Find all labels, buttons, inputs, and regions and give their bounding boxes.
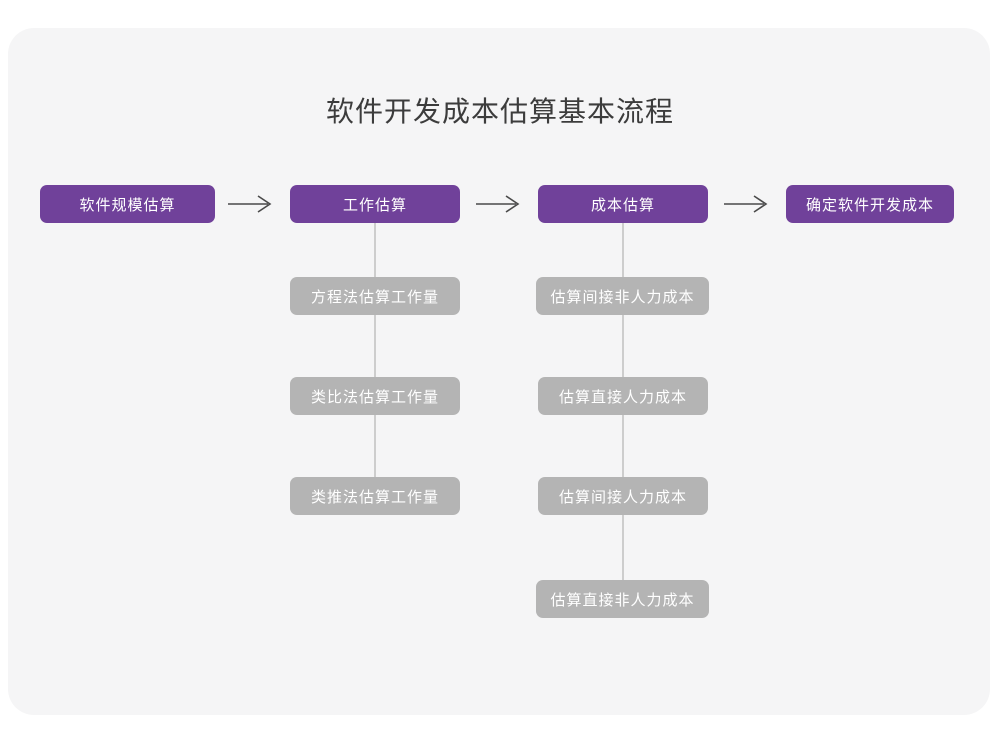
stage-box-determine-development-cost[interactable]: 确定软件开发成本 bbox=[786, 185, 954, 223]
sub-label: 估算直接人力成本 bbox=[558, 388, 687, 406]
stage-label: 工作估算 bbox=[342, 196, 407, 214]
sub-box-indirect-labor-cost[interactable]: 估算间接人力成本 bbox=[538, 477, 708, 515]
sub-box-equation-method-effort[interactable]: 方程法估算工作量 bbox=[290, 277, 460, 315]
connector-line-work-estimation bbox=[374, 213, 376, 483]
sub-label: 类推法估算工作量 bbox=[310, 488, 439, 506]
sub-label: 估算直接非人力成本 bbox=[550, 591, 695, 609]
sub-label: 估算间接人力成本 bbox=[558, 488, 687, 506]
stage-label: 软件规模估算 bbox=[79, 196, 176, 214]
sub-box-analogical-method-effort[interactable]: 类推法估算工作量 bbox=[290, 477, 460, 515]
arrow-right-icon bbox=[476, 194, 522, 214]
sub-label: 类比法估算工作量 bbox=[310, 388, 439, 406]
stage-box-cost-estimation[interactable]: 成本估算 bbox=[538, 185, 708, 223]
sub-box-indirect-non-labor-cost[interactable]: 估算间接非人力成本 bbox=[536, 277, 709, 315]
stage-label: 确定软件开发成本 bbox=[805, 196, 934, 214]
diagram-card bbox=[8, 28, 990, 715]
sub-box-direct-labor-cost[interactable]: 估算直接人力成本 bbox=[538, 377, 708, 415]
sub-label: 估算间接非人力成本 bbox=[550, 288, 695, 306]
stage-label: 成本估算 bbox=[590, 196, 655, 214]
sub-box-analogy-method-effort[interactable]: 类比法估算工作量 bbox=[290, 377, 460, 415]
arrow-right-icon bbox=[228, 194, 274, 214]
stage-box-work-estimation[interactable]: 工作估算 bbox=[290, 185, 460, 223]
stage-box-software-scale-estimation[interactable]: 软件规模估算 bbox=[40, 185, 215, 223]
sub-label: 方程法估算工作量 bbox=[310, 288, 439, 306]
arrow-right-icon bbox=[724, 194, 770, 214]
page-title: 软件开发成本估算基本流程 bbox=[325, 96, 674, 127]
sub-box-direct-non-labor-cost[interactable]: 估算直接非人力成本 bbox=[536, 580, 709, 618]
